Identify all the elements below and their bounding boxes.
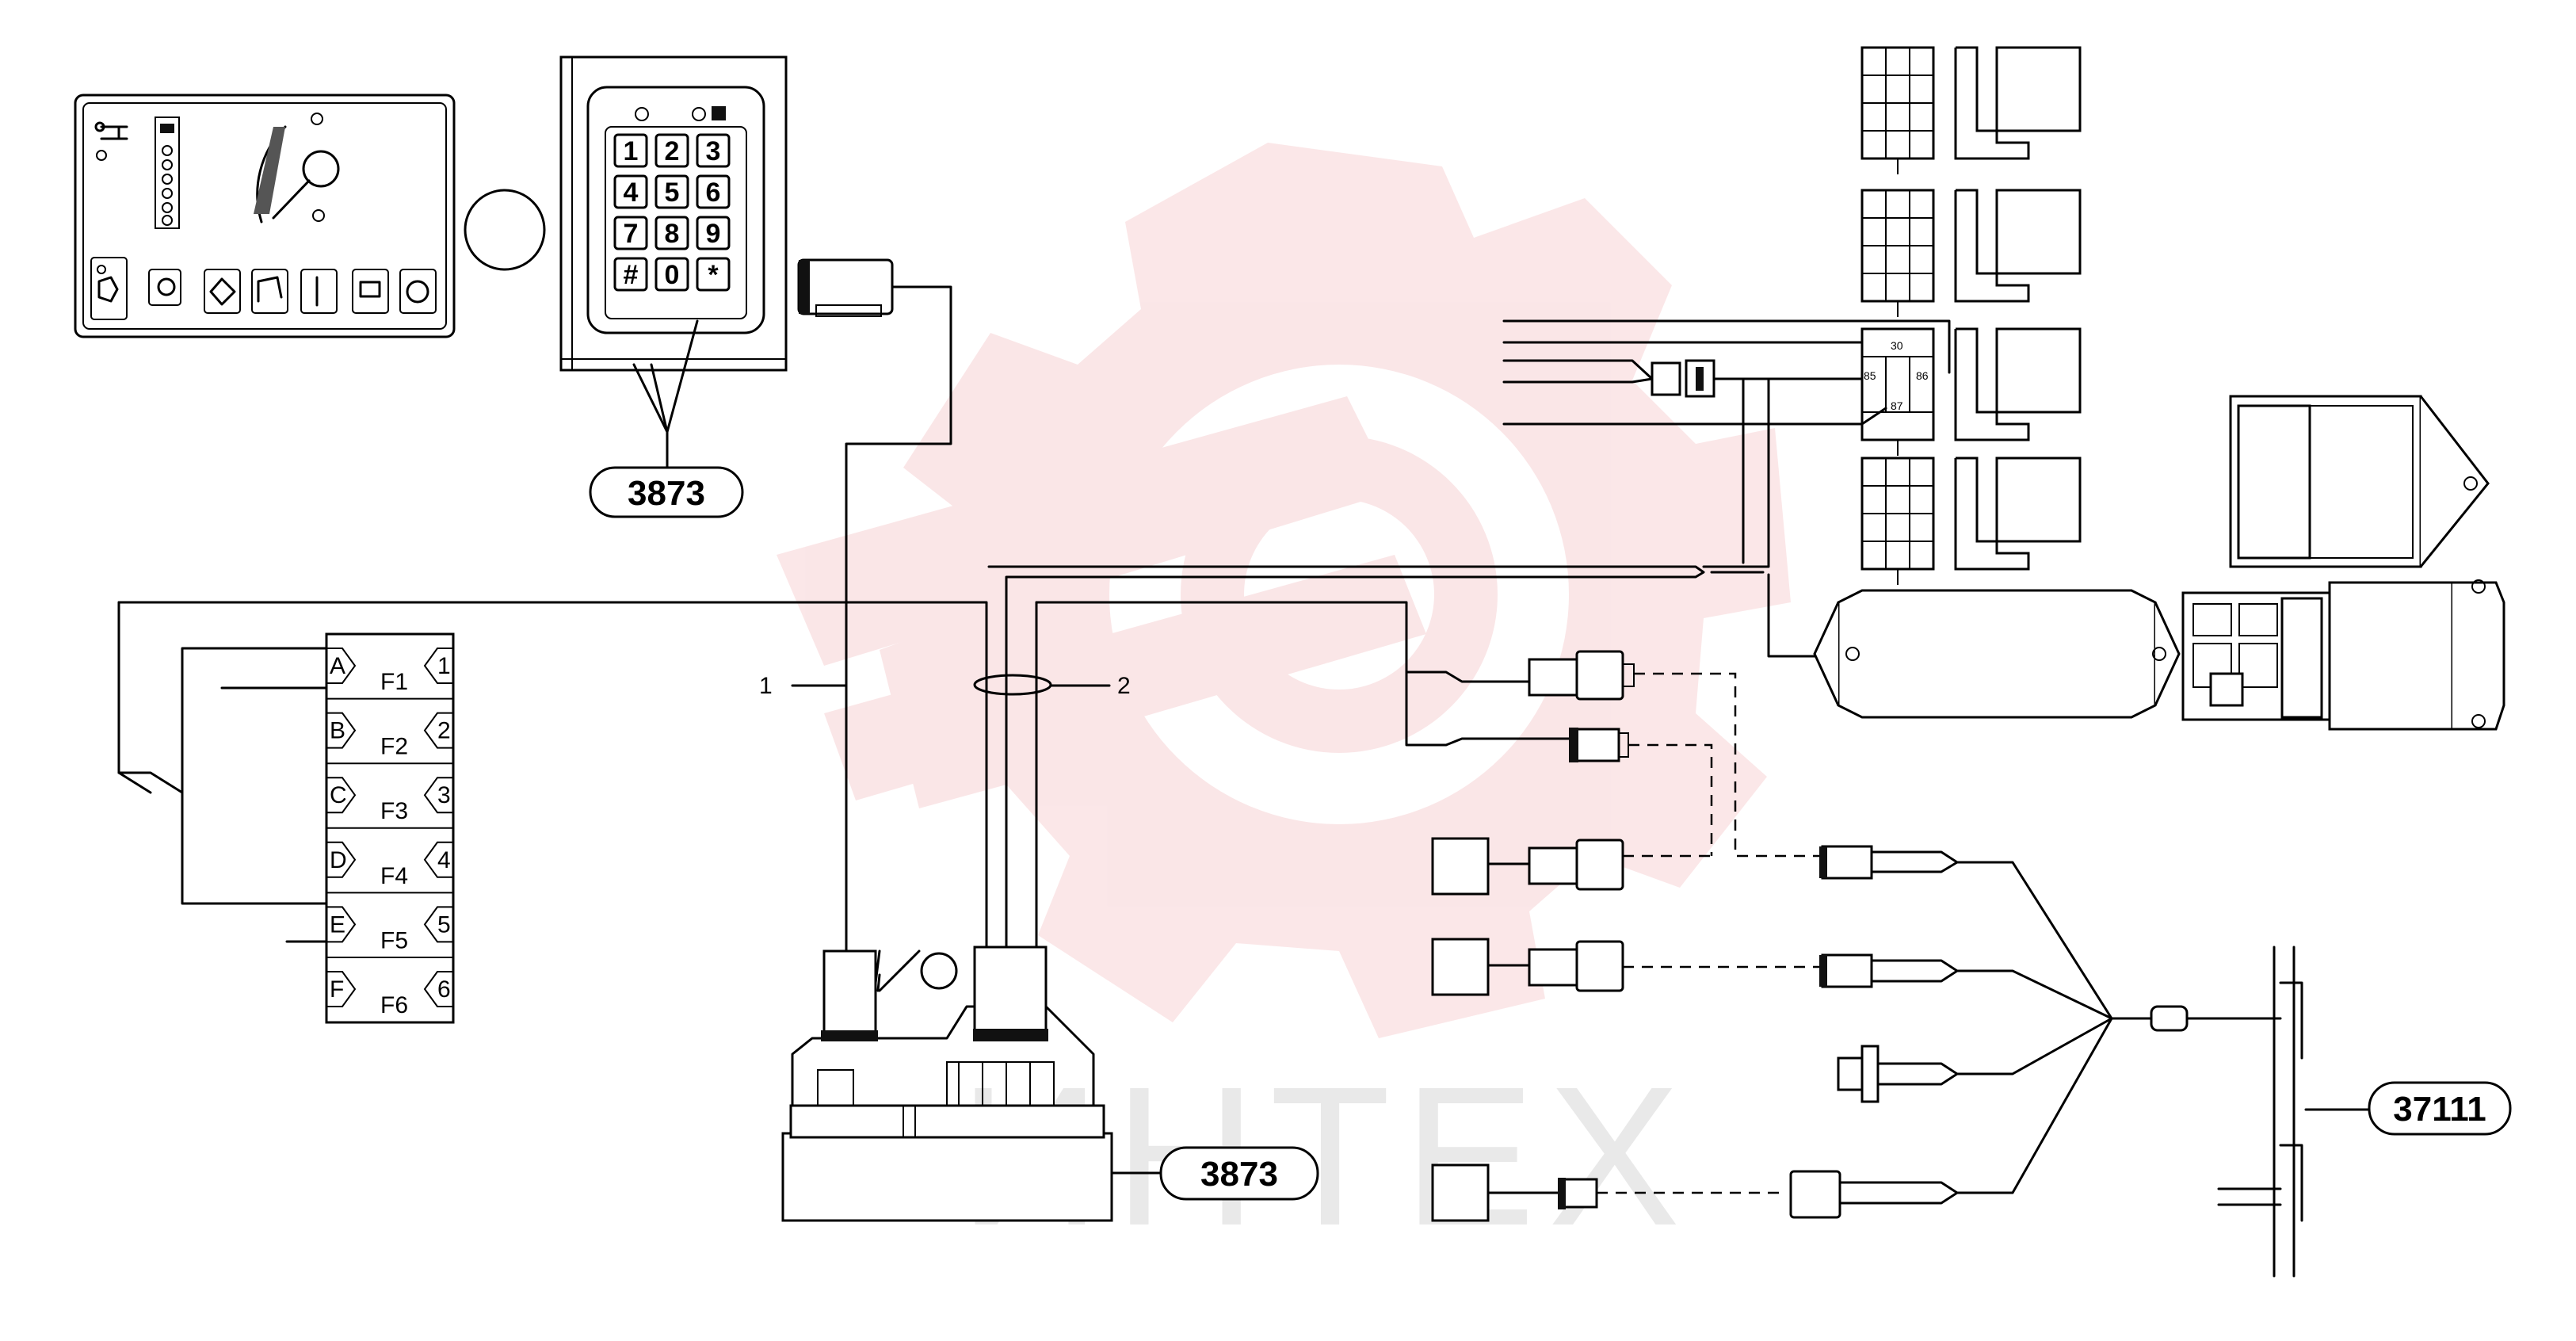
keypad-connector <box>797 258 952 953</box>
svg-text:4: 4 <box>624 178 639 208</box>
fuse-letter: E <box>330 911 345 938</box>
keypad-key-5: 5 <box>654 174 689 209</box>
keypad-key-4: 4 <box>613 174 648 209</box>
svg-text:7: 7 <box>624 219 639 249</box>
splitter-harness: 37111 <box>2217 946 2512 1278</box>
svg-text:3: 3 <box>706 136 721 166</box>
wiper-icon <box>148 269 181 306</box>
wire-label-1: 1 <box>759 673 848 699</box>
svg-text:6: 6 <box>706 178 721 208</box>
svg-text:9: 9 <box>706 219 721 249</box>
fuse-name: F5 <box>380 927 408 953</box>
fuse-name: F1 <box>380 669 408 695</box>
fuse-row: D 4F4 <box>326 827 453 889</box>
svg-text:1: 1 <box>759 673 773 699</box>
svg-text:2: 2 <box>1117 673 1131 699</box>
fuse-row: C 3F3 <box>326 762 453 824</box>
dashed-links <box>1597 672 1822 1194</box>
fuse-name: F6 <box>380 992 408 1018</box>
lift-icon <box>300 269 338 314</box>
ecu-module <box>781 946 1113 1222</box>
svg-text:0: 0 <box>665 260 680 290</box>
relay-unit <box>1860 189 2082 317</box>
relay-pins: 30 85 86 87 <box>1864 339 1929 412</box>
fuse-letter: D <box>330 847 347 873</box>
key-icon <box>94 121 128 161</box>
fuse-letter: B <box>330 718 345 744</box>
keypad-key-8: 8 <box>654 216 689 250</box>
svg-text:3873: 3873 <box>1200 1155 1278 1194</box>
pin-85: 85 <box>1864 369 1876 382</box>
pin-30: 30 <box>1891 339 1903 352</box>
fuse-number: 2 <box>437 718 451 744</box>
relay-stack <box>1860 46 2082 585</box>
svg-text:8: 8 <box>665 219 680 249</box>
fuse-letter: C <box>330 782 347 808</box>
fuse-name: F4 <box>380 863 408 889</box>
round-button <box>464 189 546 271</box>
pin-86: 86 <box>1916 369 1929 382</box>
relay-unit <box>1860 457 2082 585</box>
fuse-number: 4 <box>437 847 451 873</box>
fuse-number: 3 <box>437 782 451 808</box>
fuse-number: 5 <box>437 911 451 938</box>
fuse-number: 6 <box>437 976 451 1003</box>
dashboard-panel <box>74 94 456 338</box>
dial-gauge-icon <box>254 113 340 224</box>
keypad-key-9: 9 <box>696 216 731 250</box>
keypad-key-*: * <box>696 257 731 292</box>
fuse-row: A 1F1 <box>326 648 453 695</box>
relay-unit <box>1860 327 2082 456</box>
keypad-callout: 3873 <box>589 319 744 518</box>
watermark-logo <box>777 143 1791 1038</box>
fuse-name: F2 <box>380 734 408 760</box>
fuse-number: 1 <box>437 653 451 679</box>
control-box <box>1813 589 2181 719</box>
relay-module <box>2181 579 2505 731</box>
ecu-callout: 3873 <box>1110 1146 1319 1201</box>
pump-icon <box>352 269 389 314</box>
mating-connectors <box>1789 845 1959 1219</box>
horn-icon <box>90 257 128 320</box>
svg-text:5: 5 <box>665 178 680 208</box>
splitter-part-number: 37111 <box>2393 1090 2486 1129</box>
keypad-key-0: 0 <box>654 257 689 292</box>
converging-harness <box>1956 861 2264 1194</box>
keypad-key-1: 1 <box>613 133 648 168</box>
relay-unit <box>1860 46 2082 174</box>
connector-pairs <box>1431 650 1635 1222</box>
wire-label-2: 2 <box>973 673 1131 699</box>
svg-text:1: 1 <box>624 136 639 166</box>
engine-icon <box>204 269 241 314</box>
relay-wiring <box>1502 319 1951 568</box>
fuse-row: E 5F5 <box>326 892 453 953</box>
fuse-name: F3 <box>380 798 408 824</box>
fuse-wiring <box>117 601 988 953</box>
tipper-icon <box>251 269 288 314</box>
keypad-key-7: 7 <box>613 216 648 250</box>
pin-87: 87 <box>1891 399 1903 412</box>
svg-text:2: 2 <box>665 136 680 166</box>
gear-icon <box>399 269 437 314</box>
svg-text:*: * <box>708 260 719 290</box>
keypad-key-3: 3 <box>696 133 731 168</box>
svg-text:#: # <box>624 260 639 290</box>
fuse-letter: F <box>330 976 344 1003</box>
fuse-letter: A <box>330 653 345 679</box>
keypad-key-2: 2 <box>654 133 689 168</box>
keypad-key-#: # <box>613 257 648 292</box>
power-module <box>2229 395 2490 568</box>
diode-connector <box>1651 361 1681 396</box>
level-gauge-icon <box>155 117 180 229</box>
keypad-part-number: 3873 <box>628 474 705 513</box>
keypad-key-6: 6 <box>696 174 731 209</box>
fuse-row: B 2F2 <box>326 697 453 760</box>
